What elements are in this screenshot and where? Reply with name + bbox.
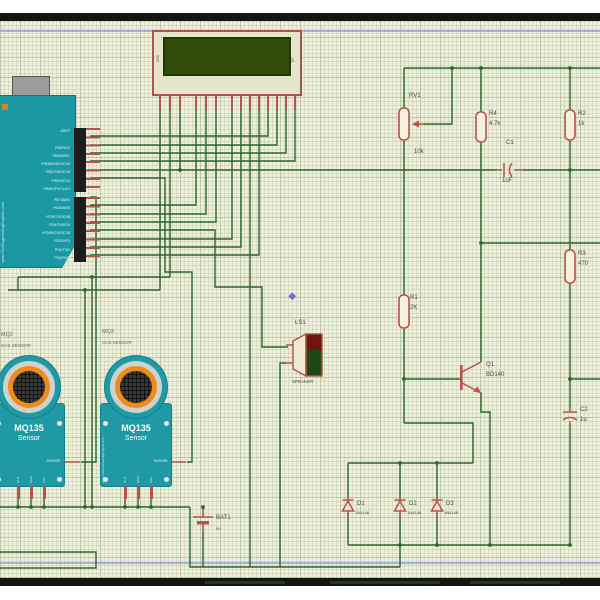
sensor-pins (125, 486, 153, 499)
q1-value: BD140 (486, 372, 505, 378)
sensor-chip-sublabel: Sensor (17, 435, 41, 442)
d2-diode[interactable] (393, 497, 407, 515)
q1-transistor[interactable] (458, 358, 484, 394)
lcd-pin-label: VEE (176, 54, 180, 62)
arduino-board[interactable] (0, 95, 76, 268)
lcd-pin-label: D1 (237, 57, 241, 62)
lcd-pins (159, 96, 181, 109)
lcd-pin-label: VDD (166, 54, 170, 62)
frame-top-bar (0, 13, 600, 21)
sheet-border-bottom (0, 562, 600, 564)
sensor-brand-text: www.TheEngineeringProjects.com (101, 437, 105, 483)
d1-ref: D1 (357, 501, 365, 507)
sensor-mesh (13, 371, 45, 403)
arduino-brand-text: www.TheEngineeringProjects.com (0, 202, 5, 263)
r2-value: 1k (578, 121, 585, 127)
ls1-speaker[interactable] (286, 332, 324, 378)
r1-value: 2K (410, 305, 418, 311)
d2-ref: D2 (409, 501, 417, 507)
d2-value: 1N4148 (407, 510, 422, 515)
lcd-pin-label: D3 (255, 57, 259, 62)
sense-pin-label: SENSE (46, 459, 61, 463)
ls1-ref: LS1 (295, 320, 306, 326)
bat1-battery[interactable] (190, 508, 216, 532)
c1-ref: C1 (506, 140, 514, 146)
arduino-pin-header-top (74, 128, 86, 192)
lcd-pin-label: VSS (156, 54, 160, 62)
r1-ref: R1 (410, 295, 418, 301)
rv1-value: 10k (414, 149, 424, 155)
q1-ref: Q1 (486, 362, 495, 368)
sensor-pins (18, 486, 46, 499)
arduino-pin-header-bottom (74, 197, 86, 262)
d3-value: 1N4148 (444, 510, 459, 515)
lcd-pin-label: D5 (273, 57, 277, 62)
bat1-value: 9V (216, 526, 221, 531)
rv1-potentiometer[interactable] (397, 106, 411, 142)
r2-resistor[interactable] (563, 108, 577, 142)
rv1-ref: RV1 (409, 93, 421, 99)
gas-sensor-module-2[interactable]: MQ135 Sensor SENSE www.TheEngineeringPro… (100, 355, 172, 499)
lcd-pin-label: E (212, 59, 216, 62)
sense-pin-label: SENSE (153, 459, 168, 463)
speaker-symbol (292, 332, 323, 378)
arduino-power-led (2, 104, 8, 110)
r4-value: 4.7k (489, 121, 501, 127)
c2-value: 1u (580, 417, 587, 423)
lcd-pin-label: D0 (228, 57, 232, 62)
lcd-pin-label: RS (192, 57, 196, 62)
lcd-pins (195, 96, 217, 109)
sensor-mesh (120, 371, 152, 403)
ls1-label: SPEAKER (292, 379, 314, 384)
sensor-chip-sublabel: Sensor (124, 435, 148, 442)
r1-resistor[interactable] (397, 293, 411, 330)
sensor-chip-label: MQ135 (121, 423, 151, 433)
r2-ref: R2 (578, 111, 586, 117)
origin-marker (288, 292, 297, 301)
lcd-pin-label: D7 (291, 57, 295, 62)
lcd-display[interactable] (152, 30, 302, 96)
sensor-chip-label: MQ135 (14, 423, 44, 433)
d1-diode[interactable] (341, 497, 355, 515)
c1-value: 1uF (502, 178, 513, 184)
arduino-pins-top (86, 128, 100, 191)
sensor2-type: GAS SENSOR (102, 340, 132, 345)
lcd-pin-label: D6 (282, 57, 286, 62)
c2-ref: C2 (580, 407, 588, 413)
d1-value: 1N4148 (355, 510, 370, 515)
c2-capacitor[interactable] (560, 406, 580, 428)
c1-capacitor[interactable] (495, 160, 525, 180)
r4-ref: R4 (489, 111, 497, 117)
lcd-pin-label: RW (202, 56, 206, 62)
sensor1-ref: MQ2 (1, 332, 13, 338)
frame-bottom-bar (0, 578, 600, 586)
r3-resistor[interactable] (563, 248, 577, 285)
r3-ref: R3 (578, 251, 586, 257)
lcd-pin-label: D4 (264, 57, 268, 62)
lcd-screen (163, 37, 291, 76)
bat1-ref: BAT1 (216, 515, 231, 521)
lcd-pin-label: D2 (246, 57, 250, 62)
d3-diode[interactable] (430, 497, 444, 515)
d3-ref: D3 (446, 501, 454, 507)
sensor2-ref: MQ3 (102, 329, 114, 335)
sensor1-type: GAS SENSOR (1, 343, 31, 348)
r3-value: 470 (578, 261, 589, 267)
gas-sensor-module-1[interactable]: MQ135 Sensor SENSE www.TheEngineeringPro… (0, 355, 65, 499)
lcd-pins (231, 96, 297, 109)
arduino-pins-bottom (86, 197, 100, 261)
r4-resistor[interactable] (474, 110, 488, 144)
